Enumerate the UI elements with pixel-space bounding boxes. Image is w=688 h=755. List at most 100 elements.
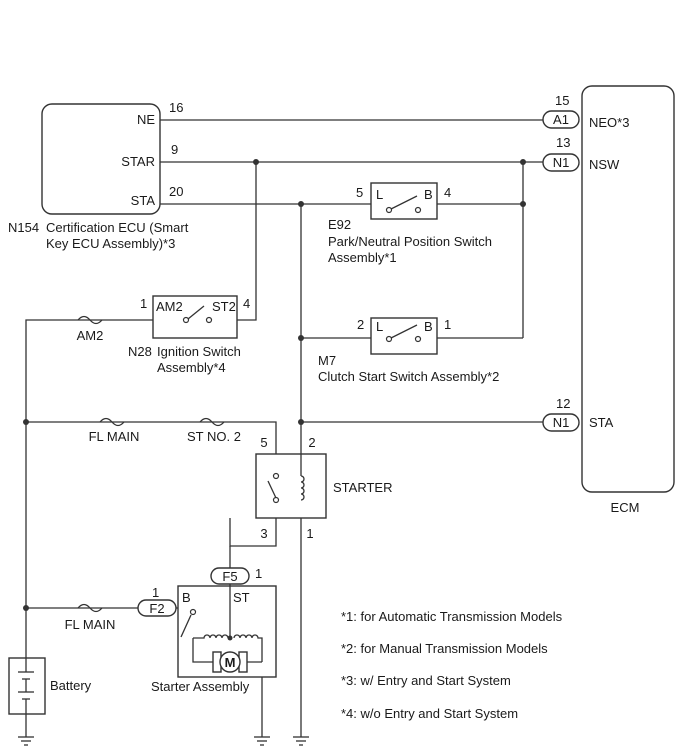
fuse-am2-symbol [77,315,103,325]
fuse-fl-main-2-symbol [77,603,103,613]
connector-f2-label: F2 [149,601,164,616]
starter-assembly-label: Starter Assembly [151,679,250,694]
junction-dot [298,201,304,207]
relay-pin-3: 3 [260,526,267,541]
ignition-switch-id: N28 [128,344,152,359]
park-switch-box [370,182,438,220]
ecm-pin-no-15: 15 [555,93,569,108]
junction-dot [298,335,304,341]
ecm-label: ECM [611,500,640,515]
junction-dot [253,159,259,165]
footnotes: *1: for Automatic Transmission Models *2… [341,609,563,721]
park-switch-term-b: B [424,187,433,202]
fuse-am2-label: AM2 [77,328,104,343]
note-2: *2: for Manual Transmission Models [341,641,548,656]
park-switch-pin-5: 5 [356,185,363,200]
motor-label: M [225,655,236,670]
wires [25,119,543,737]
relay-blade [267,480,277,499]
ignition-term-st2: ST2 [212,299,236,314]
relay-coil-symbol [300,475,305,501]
cert-ecu-name-line2: Key ECU Assembly)*3 [46,236,175,251]
ground-symbols [18,736,309,746]
cert-ecu-pin-no-9: 9 [171,142,178,157]
ecm-pin-nsw: NSW [589,157,620,172]
park-switch-id: E92 [328,217,351,232]
ignition-switch-name-line2: Assembly*4 [157,360,226,375]
note-1: *1: for Automatic Transmission Models [341,609,563,624]
clutch-switch-box [370,317,438,355]
switch-contact [414,335,422,343]
starter-relay-label: STARTER [333,480,392,495]
cert-ecu-pin-ne: NE [137,112,155,127]
park-neutral-switch: L B 5 4 E92 Park/Neutral Position Switch… [328,182,492,265]
ignition-switch-name-line1: Ignition Switch [157,344,241,359]
clutch-switch-id: M7 [318,353,336,368]
starter-relay: 5 2 3 1 STARTER [255,435,392,541]
switch-contact [414,206,422,214]
clutch-switch-pin-1: 1 [444,317,451,332]
ground-icon [293,736,309,746]
park-switch-term-l: L [376,187,383,202]
ground-icon [254,736,270,746]
note-3: *3: w/ Entry and Start System [341,673,511,688]
switch-contact [385,335,393,343]
ignition-term-am2: AM2 [156,299,183,314]
connector-f2 [137,599,177,617]
connector-f5-pin: 1 [255,566,262,581]
switch-blade [390,195,418,210]
ecm-pin-no-12: 12 [556,396,570,411]
connector-n1-sta [542,413,580,432]
battery-label: Battery [50,678,92,693]
ignition-pin-1: 1 [140,296,147,311]
fuse-st-no2-symbol [199,417,225,427]
ecm-pin-no-13: 13 [556,135,570,150]
ignition-switch-box [152,295,238,339]
starter-relay-box [255,453,327,519]
fuse-fl-main-symbol [99,417,125,427]
relay-contact [272,472,280,480]
connector-a1-label: A1 [553,112,569,127]
junction-dot [520,159,526,165]
switch-contact [205,316,213,324]
cert-ecu-box [41,103,161,215]
switch-blade [187,305,205,320]
motor-icon [219,651,241,673]
connector-n1-sta-label: N1 [553,415,570,430]
starter-blade [180,614,192,638]
junction-dot [520,201,526,207]
cert-ecu-name-line1: Certification ECU (Smart [46,220,189,235]
junction-dot [23,605,29,611]
clutch-switch-term-b: B [424,319,433,334]
clutch-switch-term-l: L [376,319,383,334]
park-switch-pin-4: 4 [444,185,451,200]
relay-pin-5: 5 [260,435,267,450]
wire-relay-3 [229,500,277,547]
connector-n1-nsw-label: N1 [553,155,570,170]
connector-a1 [542,110,580,129]
cert-ecu-id: N154 [8,220,39,235]
starter-coil-symbol [193,634,263,662]
starter-term-b: B [182,590,191,605]
fuse-fl-main-2-label: FL MAIN [65,617,116,632]
ground-icon [18,736,34,746]
battery: Battery [8,657,92,715]
connector-f2-pin: 1 [152,585,159,600]
ecm: ECM 15 A1 NEO*3 13 N1 NSW 12 N1 STA [542,85,675,515]
park-switch-name-line2: Assembly*1 [328,250,397,265]
junction-dot [298,419,304,425]
battery-box [8,657,46,715]
ecm-pin-neo: NEO*3 [589,115,629,130]
fuse-st-no2-label: ST NO. 2 [187,429,241,444]
park-switch-name-line1: Park/Neutral Position Switch [328,234,492,249]
connector-f5-label: F5 [222,569,237,584]
ignition-switch: AM2 ST2 1 4 N28 Ignition Switch Assembly… [128,295,250,375]
junctions [23,159,526,611]
ignition-pin-4: 4 [243,296,250,311]
starter-assembly: F5 1 F2 1 B ST M Starter Assembly [137,566,277,694]
certification-ecu: NE STAR STA 16 9 20 N154 Certification E… [8,100,189,251]
clutch-start-switch: L B 2 1 M7 Clutch Start Switch Assembly*… [318,317,499,384]
relay-contact [272,496,280,504]
relay-pin-2: 2 [308,435,315,450]
